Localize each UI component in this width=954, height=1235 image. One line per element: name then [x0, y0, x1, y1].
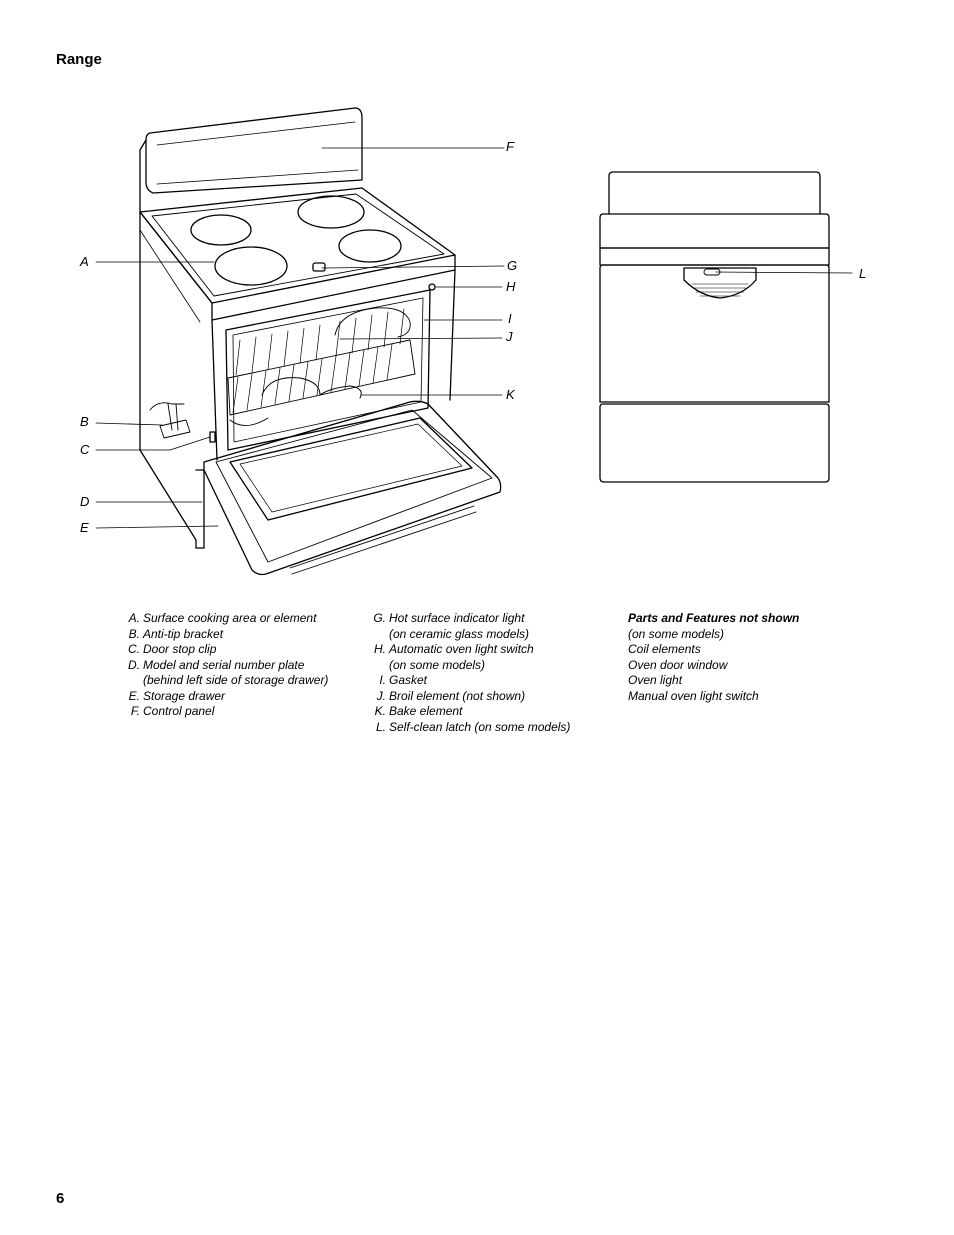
legend-item: B. Anti-tip bracket — [128, 627, 368, 643]
range-front-view — [599, 171, 853, 483]
surface-element-rear-right — [297, 195, 365, 229]
legend-text: Control panel — [143, 704, 215, 718]
storage-drawer — [195, 469, 205, 549]
legend-key: B. — [128, 626, 140, 641]
legend-text: Gasket — [389, 673, 428, 687]
legend-key: F. — [130, 704, 140, 718]
legend-item: K. Bake element — [372, 704, 612, 720]
oven-door-window — [229, 417, 473, 521]
legend-item: E. Storage drawer — [128, 689, 368, 705]
legend-text: Hot surface indicator light — [389, 611, 525, 625]
callout-f: F — [506, 139, 515, 154]
legend-text-block: Model and serial number plate (behind le… — [143, 658, 368, 689]
section-heading: Range — [56, 51, 102, 68]
callout-i: I — [508, 311, 512, 326]
legend-item: I. Gasket — [372, 673, 612, 689]
legend-text-continued: (behind left side of storage drawer) — [143, 673, 329, 687]
legend-text: Bake element — [389, 704, 463, 718]
oven-cavity — [225, 289, 431, 451]
not-shown-subtitle: (on some models) — [628, 626, 725, 641]
legend-key: H. — [374, 642, 386, 656]
legend-item: A. Surface cooking area or element — [128, 611, 368, 627]
not-shown-item: Manual oven light switch — [628, 688, 759, 703]
legend-key: C. — [128, 642, 140, 656]
anti-tip-bracket — [149, 402, 191, 439]
callout-e: E — [80, 520, 89, 535]
legend-text-continued: (on some models) — [389, 657, 486, 672]
legend-key: A. — [128, 611, 140, 625]
legend-key: D. — [128, 657, 140, 672]
legend-key: J. — [376, 688, 386, 703]
range-diagram: A B C D E F G H I J K L — [79, 107, 866, 576]
callout-g: G — [507, 258, 517, 273]
cooktop — [139, 187, 456, 304]
callout-k: K — [506, 387, 516, 402]
broil-element — [334, 307, 411, 338]
oven-rack — [227, 339, 416, 416]
self-clean-latch — [683, 267, 757, 299]
legend-item: J. Broil element (not shown) — [372, 689, 612, 705]
callout-l: L — [859, 266, 866, 281]
legend-key: K. — [374, 704, 386, 718]
callout-b: B — [80, 414, 89, 429]
legend-text-continued: (on ceramic glass models) — [389, 626, 530, 641]
hot-surface-indicator — [312, 262, 326, 272]
legend-item: G. Hot surface indicator light (on ceram… — [372, 611, 612, 642]
legend-item: H. Automatic oven light switch (on some … — [372, 642, 612, 673]
legend-text: Self-clean latch (on some models) — [389, 719, 571, 734]
legend-item: F. Control panel — [128, 704, 368, 720]
legend-key: I. — [379, 673, 386, 687]
surface-element-front-right — [338, 229, 402, 263]
legend-text: Surface cooking area or element — [143, 611, 317, 625]
door-stop-clip — [209, 431, 216, 443]
legend-key: E. — [128, 688, 140, 703]
legend-key: G. — [373, 611, 386, 625]
legend-column-2: G. Hot surface indicator light (on ceram… — [372, 611, 612, 735]
legend-key: L. — [375, 719, 386, 734]
legend-text-block: Hot surface indicator light (on ceramic … — [389, 611, 612, 642]
legend-text-block: Automatic oven light switch (on some mod… — [389, 642, 612, 673]
legend-text: Automatic oven light switch — [389, 642, 534, 656]
surface-element-front-left — [214, 246, 288, 286]
legend-text: Anti-tip bracket — [143, 626, 224, 641]
callout-a: A — [79, 254, 89, 269]
callout-h: H — [506, 279, 516, 294]
callout-d: D — [80, 494, 89, 509]
surface-element-rear-left — [190, 214, 252, 246]
legend-text: Storage drawer — [143, 688, 226, 703]
oven-door — [203, 400, 502, 576]
legend-text: Broil element (not shown) — [389, 688, 526, 703]
legend-text: Model and serial number plate — [143, 657, 305, 672]
bake-element — [261, 377, 362, 399]
legend-text: Door stop clip — [143, 642, 217, 656]
legend-column-1: A. Surface cooking area or element B. An… — [128, 611, 368, 720]
legend-item: L. Self-clean latch (on some models) — [372, 720, 612, 736]
not-shown-list: Parts and Features not shown (on some mo… — [628, 611, 868, 704]
not-shown-title: Parts and Features not shown — [628, 611, 800, 625]
page-number: 6 — [56, 1190, 65, 1207]
legend-item: D. Model and serial number plate (behind… — [128, 658, 368, 689]
control-panel — [145, 107, 363, 194]
not-shown-item: Coil elements — [628, 642, 701, 656]
not-shown-item: Oven light — [628, 673, 683, 687]
callout-j: J — [505, 329, 513, 344]
not-shown-item: Oven door window — [628, 657, 728, 672]
callout-c: C — [80, 442, 90, 457]
oven-light-switch — [428, 283, 436, 291]
range-illustration — [95, 107, 505, 576]
legend-item: C. Door stop clip — [128, 642, 368, 658]
